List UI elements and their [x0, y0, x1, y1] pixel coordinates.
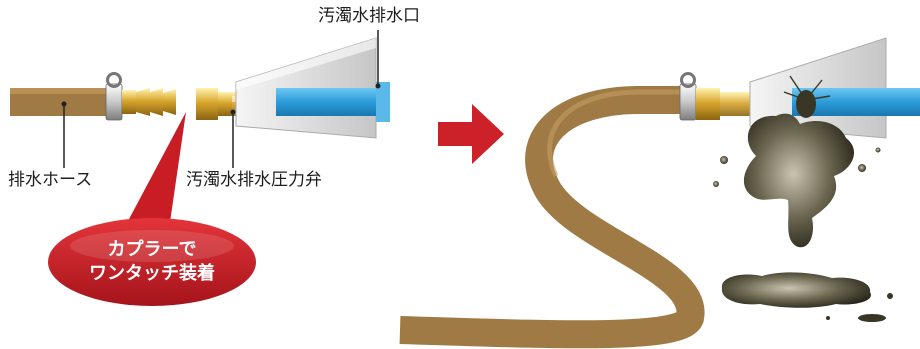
dirty-water-puddle [721, 272, 893, 322]
hose-curved [399, 86, 705, 349]
callout-bubble [48, 112, 256, 306]
dirty-water-splash [713, 90, 881, 248]
hose-clamp [105, 72, 123, 121]
dirty-water-spray-lines [783, 75, 831, 101]
hose-clamp-right [679, 72, 697, 121]
outlet-blue-pipe [276, 82, 390, 122]
coupler-socket [196, 88, 232, 120]
callout-line-2: ワンタッチ装着 [89, 263, 215, 285]
valve-label: 汚濁水排水圧力弁 [186, 170, 322, 190]
hose-segment-left [10, 88, 108, 116]
callout-text: カプラーで ワンタッチ装着 [52, 238, 252, 287]
right-arrow-icon [438, 104, 504, 164]
hose-barb-fitting [122, 88, 176, 116]
callout-line-1: カプラーで [107, 239, 197, 260]
hose-label: 排水ホース [8, 170, 93, 190]
outlet-label: 汚濁水排水口 [318, 6, 420, 26]
